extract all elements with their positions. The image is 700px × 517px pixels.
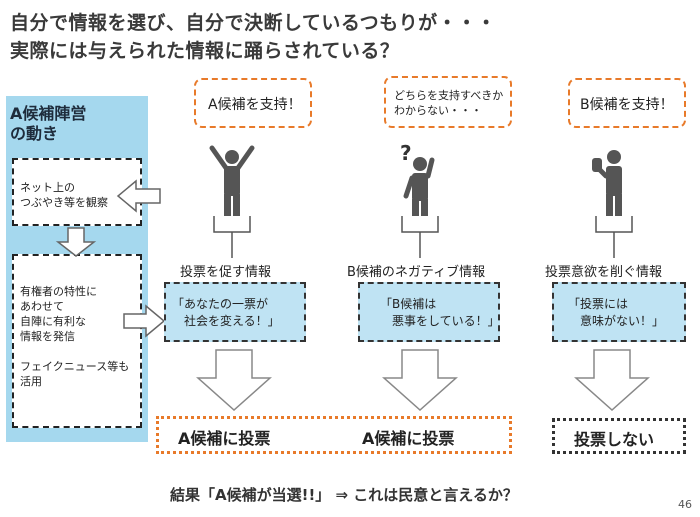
campaign-step-broadcast: 有権者の特性に あわせて 自陣に有利な 情報を発信 フェイクニュース等も 活用 <box>12 254 142 428</box>
speech-bubble-3-text: B候補を支持！ <box>580 97 674 113</box>
info-label-1: 投票を促す情報 <box>180 265 272 280</box>
result-arrow-1 <box>196 349 272 412</box>
quote-box-1-text: 「あなたの一票が 社会を変える！」 <box>172 297 280 328</box>
conclusion: 結果「A候補が当選!!」 ⇒ これは民意と言えるか？ <box>170 486 518 504</box>
info-label-3: 投票意欲を削ぐ情報 <box>545 265 663 280</box>
panel-down-arrow <box>55 227 97 257</box>
title-line-1: 自分で情報を選び、自分で決断しているつもりが・・・ <box>10 12 497 34</box>
pedestals <box>213 216 633 258</box>
quote-box-2: 「B候補は 悪事をしている！」 <box>358 282 500 342</box>
speech-bubble-3: B候補を支持！ <box>568 78 686 128</box>
info-label-2: B候補のネガティブ情報 <box>347 265 486 280</box>
speech-bubble-2-text: どちらを支持すべきか わからない・・・ <box>394 89 504 117</box>
speech-bubble-2: どちらを支持すべきか わからない・・・ <box>384 76 512 128</box>
quote-box-1: 「あなたの一票が 社会を変える！」 <box>164 282 306 342</box>
quote-box-3: 「投票には 意味がない！」 <box>552 282 686 342</box>
voter-figure-rejecting <box>592 150 622 216</box>
result-box-vote-a <box>156 416 512 454</box>
campaign-step-broadcast-text: 有権者の特性に あわせて 自陣に有利な 情報を発信 フェイクニュース等も 活用 <box>20 285 130 388</box>
result-arrow-3 <box>574 349 650 412</box>
result-text-3: 投票しない <box>574 430 655 449</box>
voter-figure-cheering <box>209 145 255 216</box>
quote-box-2-text: 「B候補は 悪事をしている！」 <box>380 297 500 328</box>
result-text-1: A候補に投票 <box>178 429 271 448</box>
result-box-no-vote <box>552 418 686 454</box>
send-arrow <box>123 304 166 338</box>
observe-arrow <box>116 179 161 213</box>
campaign-heading: A候補陣営 の動き <box>10 104 87 143</box>
quote-box-3-text: 「投票には 意味がない！」 <box>568 297 665 328</box>
svg-text:?: ? <box>400 141 412 165</box>
result-text-2: A候補に投票 <box>362 429 455 448</box>
speech-bubble-1: A候補を支持！ <box>194 78 312 128</box>
title-line-2: 実際には与えられた情報に踊らされている？ <box>10 40 400 62</box>
campaign-step-observe-text: ネット上の つぶやき等を観察 <box>20 181 108 209</box>
campaign-step-observe: ネット上の つぶやき等を観察 <box>12 158 142 226</box>
page-number: 46 <box>678 498 692 511</box>
speech-bubble-1-text: A候補を支持！ <box>208 97 302 113</box>
voter-figure-confused: ? <box>400 141 435 216</box>
result-arrow-2 <box>382 349 458 412</box>
